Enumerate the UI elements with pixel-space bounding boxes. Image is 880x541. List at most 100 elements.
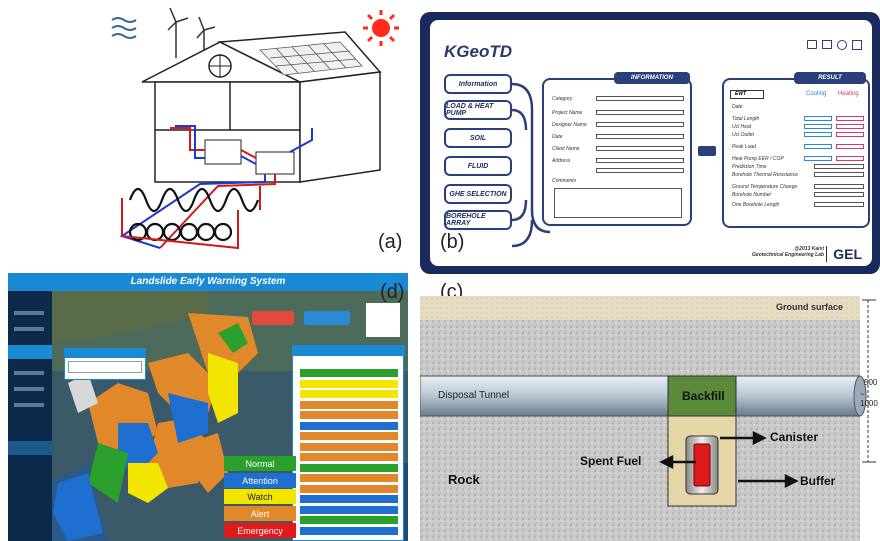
close-icon[interactable]	[852, 40, 862, 50]
cooling-value-1	[804, 116, 832, 121]
field-project-input[interactable]	[596, 110, 684, 115]
nav-information-button[interactable]: Information	[444, 74, 512, 94]
result-value-borehole-number	[814, 192, 864, 197]
result-row-eer-cop: Heat Pump EER / COP	[732, 156, 784, 162]
warning-table-row[interactable]	[299, 473, 399, 483]
save-icon[interactable]	[822, 40, 832, 49]
comments-textarea[interactable]	[554, 188, 682, 218]
kgeotd-window: KGeoTD Information LOAD & HEAT PUMP SOIL…	[430, 20, 872, 266]
cooling-value-5	[804, 156, 832, 161]
warning-table-row[interactable]	[299, 452, 399, 462]
geothermal-house-illustration	[111, 7, 399, 250]
legend-watch: Watch	[224, 489, 296, 504]
nav-load-heat-pump-button[interactable]: LOAD & HEAT PUMP	[444, 100, 512, 120]
sidebar-item[interactable]	[14, 403, 44, 407]
nav-fluid-button[interactable]: FLUID	[444, 156, 512, 176]
warning-table-row[interactable]	[299, 483, 399, 494]
sidebar-item-bottom[interactable]	[8, 441, 52, 455]
heating-value-1	[836, 116, 864, 121]
cooling-label: Cooling	[806, 91, 827, 97]
warning-table-row[interactable]	[299, 494, 399, 504]
field-designer-input[interactable]	[596, 122, 684, 127]
panel-a-geothermal-house	[100, 0, 410, 262]
ground-surface-label: Ground surface	[776, 302, 844, 312]
sidebar-nav	[8, 291, 52, 541]
sidebar-item[interactable]	[14, 311, 44, 315]
result-row-total-length: Total Length	[732, 116, 760, 122]
result-row-peak-load: Peak Load	[732, 144, 756, 150]
field-label-client: Client Name	[552, 146, 580, 152]
warning-table-row[interactable]	[299, 378, 399, 389]
disposal-tunnel-diagram	[420, 296, 876, 541]
warning-table-row[interactable]	[299, 410, 399, 420]
top-action-button-red[interactable]	[252, 311, 294, 325]
result-row-ucl-heat: Ucl Heat	[732, 124, 752, 130]
warning-table-row[interactable]	[299, 525, 399, 536]
field-address-input[interactable]	[596, 158, 684, 163]
toolbar-icons	[807, 40, 862, 50]
gel-logo: GEL	[826, 246, 862, 262]
warning-table-row[interactable]	[299, 431, 399, 441]
panel-d-landslide-warning: Landslide Early Warning System Normal At…	[8, 273, 408, 541]
field-label-project: Project Name	[552, 110, 583, 116]
warning-table-row[interactable]	[299, 420, 399, 431]
sidebar-item[interactable]	[14, 371, 44, 375]
result-panel: RESULT EWT Cooling Heating Date Total Le…	[722, 72, 870, 228]
warning-table-row[interactable]	[299, 368, 399, 378]
warning-table-row[interactable]	[299, 441, 399, 452]
sidebar-active-item[interactable]	[8, 345, 52, 359]
field-category-input[interactable]	[596, 96, 684, 101]
warning-table-header	[293, 346, 405, 356]
sidebar-item[interactable]	[14, 327, 44, 331]
folder-icon[interactable]	[807, 40, 817, 49]
connector-lines	[512, 82, 551, 248]
heating-value-2	[836, 124, 864, 129]
result-row-ucl-outlet: Ucl Outlet	[732, 132, 754, 138]
result-value-borehole-length	[814, 202, 864, 207]
field-label-address: Address	[552, 158, 571, 164]
wind-icon	[111, 17, 137, 39]
footer-line-2: Geotechnical Engineering Lab	[752, 252, 824, 258]
arrow-connector	[698, 146, 716, 156]
buffer-label: Buffer	[800, 474, 836, 488]
panel-b-kgeotd-app: KGeoTD Information LOAD & HEAT PUMP SOIL…	[420, 12, 880, 274]
result-value-resistance	[814, 172, 864, 177]
top-action-button-blue[interactable]	[304, 311, 350, 325]
result-value-ground-temp	[814, 184, 864, 189]
panel-b-label: (b)	[440, 231, 465, 253]
panel-c-disposal-tunnel: Ground surface Disposal Tunnel Backfill …	[420, 296, 880, 541]
canister-label: Canister	[770, 430, 819, 444]
help-icon[interactable]	[837, 40, 847, 50]
disposal-tunnel-label: Disposal Tunnel	[438, 390, 510, 401]
sidebar-item[interactable]	[14, 387, 44, 391]
cooling-value-4	[804, 144, 832, 149]
field-label-designer: Designer Name	[552, 122, 587, 128]
result-value-prediction	[814, 164, 864, 169]
information-header: INFORMATION	[614, 72, 690, 84]
cooling-value-2	[804, 124, 832, 129]
field-date-input[interactable]	[596, 134, 684, 139]
heat-pump-unit	[204, 139, 242, 165]
result-row-borehole-resistance: Borehole Thermal Resistance	[732, 172, 798, 178]
nav-soil-button[interactable]: SOIL	[444, 128, 512, 148]
footer-copyright: @2013 Kaist Geotechnical Engineering Lab	[752, 246, 824, 258]
result-row-prediction-time: Prediction Time	[732, 164, 767, 170]
field-client-input[interactable]	[596, 146, 684, 151]
heating-value-4	[836, 144, 864, 149]
warning-table-row[interactable]	[299, 504, 399, 515]
comments-label: Comments	[552, 178, 577, 184]
depth-label-top: 500	[864, 378, 878, 387]
warning-table-row[interactable]	[299, 515, 399, 525]
field-address-input-2[interactable]	[596, 168, 684, 173]
footer-line-1: @2013 Kaist	[794, 246, 824, 252]
warning-table-row[interactable]	[299, 462, 399, 473]
warning-table-row[interactable]	[299, 389, 399, 399]
information-panel: INFORMATION Category Project Name Design…	[542, 72, 692, 226]
result-row-ground-temp: Ground Temperature Change	[732, 184, 798, 190]
warning-table-row[interactable]	[299, 399, 399, 410]
nav-borehole-array-button[interactable]: BOREHOLE ARRAY	[444, 210, 512, 230]
backfill-label: Backfill	[682, 389, 725, 403]
spent-fuel-label: Spent Fuel	[580, 454, 642, 468]
result-row-borehole-length: One Borehole Length	[732, 202, 780, 208]
nav-ghe-selection-button[interactable]: GHE SELECTION	[444, 184, 512, 204]
